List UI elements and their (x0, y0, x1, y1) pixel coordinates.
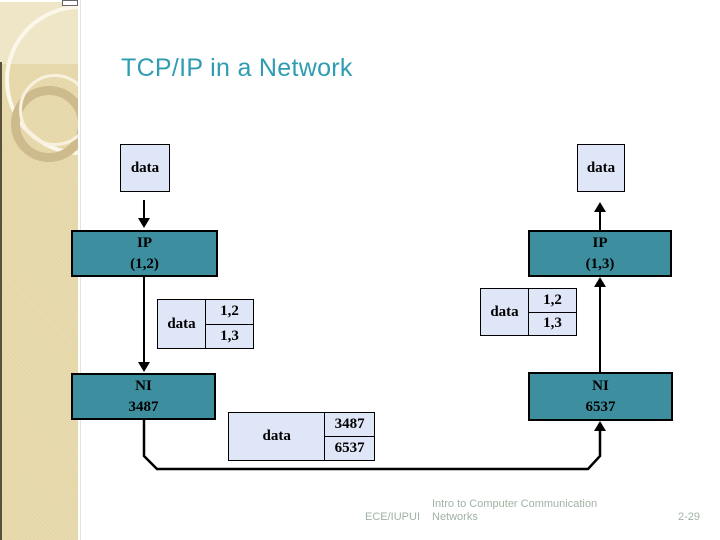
right-ni-address: 6537 (585, 398, 616, 415)
right-segment-header-bottom: 1,3 (543, 315, 562, 332)
left-data-box: data (120, 144, 170, 192)
left-data-to-ip-line (143, 200, 145, 219)
left-segment-packet: data 1,2 1,3 (157, 299, 254, 349)
left-ni-address: 3487 (128, 398, 159, 415)
left-segment-header-top: 1,2 (206, 300, 253, 325)
right-segment-packet: data 1,2 1,3 (480, 288, 577, 336)
right-segment-payload: data (481, 289, 529, 335)
footer-course-title: Intro to Computer Communication Networks (432, 498, 597, 524)
left-ip-box: IP (1,2) (71, 230, 218, 277)
right-ni-to-ip-line (599, 286, 601, 372)
sidebar-decoration (0, 2, 78, 540)
footer-course: ECE/IUPUI (365, 511, 421, 523)
down-arrow-icon (138, 218, 150, 228)
down-arrow-icon (138, 362, 150, 372)
left-ip-label: IP (137, 235, 152, 252)
frame-packet: data 3487 6537 (228, 412, 375, 461)
left-ni-label: NI (135, 378, 152, 395)
sidebar-top-notch (62, 0, 78, 6)
right-ip-address: (1,3) (585, 255, 615, 272)
frame-header-top: 3487 (325, 413, 374, 437)
frame-header-bottom: 6537 (334, 440, 365, 456)
right-ni-label: NI (592, 378, 609, 395)
right-ip-label: IP (592, 235, 608, 252)
right-segment-header-top: 1,2 (529, 289, 576, 313)
circle-outline-small-icon (19, 74, 78, 146)
slide-title: TCP/IP in a Network (121, 54, 353, 82)
up-arrow-icon (594, 277, 606, 287)
right-ip-to-data-line (599, 211, 601, 230)
left-segment-payload: data (158, 300, 206, 348)
up-arrow-icon (594, 421, 606, 431)
sidebar-left-edge (0, 62, 2, 540)
footer-course-title-line1: Intro to Computer Communication (432, 498, 598, 510)
up-arrow-icon (594, 202, 606, 212)
footer-course-title-line2: Networks (432, 511, 478, 523)
left-segment-header-bottom: 1,3 (220, 327, 239, 344)
left-ip-to-ni-line (143, 277, 145, 363)
right-ip-box: IP (1,3) (528, 230, 672, 277)
left-ni-box: NI 3487 (71, 373, 216, 420)
right-ni-box: NI 6537 (528, 372, 673, 421)
left-ip-address: (1,2) (130, 255, 159, 272)
footer-page-number: 2-29 (678, 511, 701, 523)
frame-payload: data (229, 413, 326, 460)
right-data-box: data (577, 144, 625, 192)
